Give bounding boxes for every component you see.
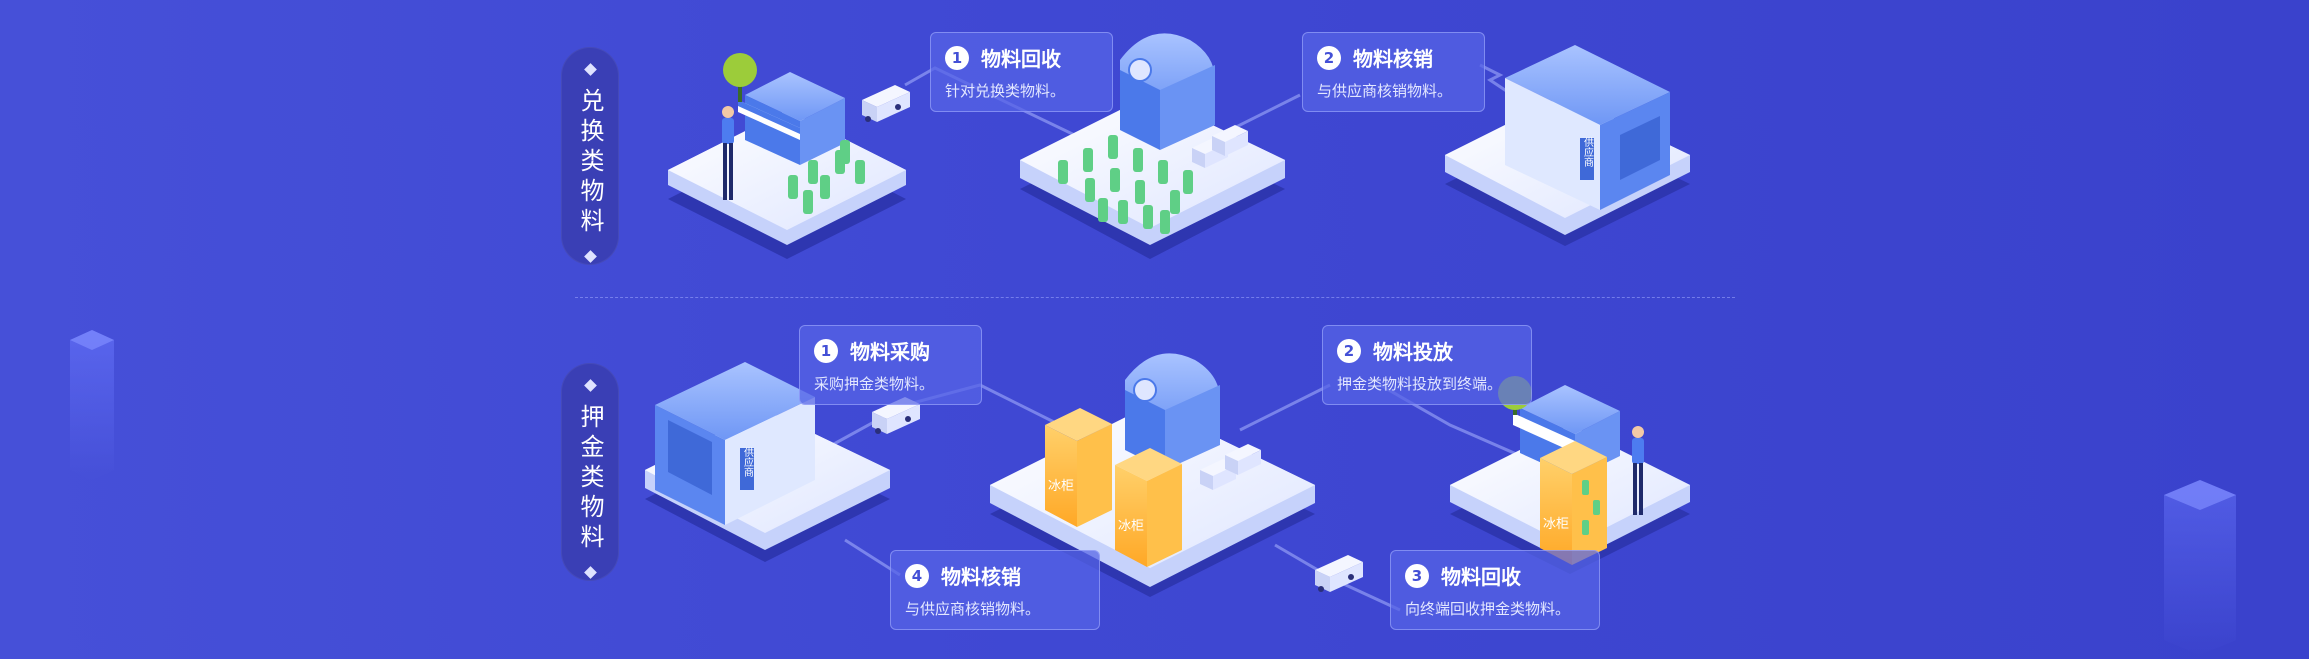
category-label-deposit: 押金类物料 bbox=[576, 404, 604, 554]
step-desc: 向终端回收押金类物料。 bbox=[1405, 600, 1571, 618]
diamond-icon bbox=[583, 379, 597, 392]
category-label-exchange: 兑换类物料 bbox=[576, 88, 604, 238]
step-desc: 采购押金类物料。 bbox=[814, 375, 935, 393]
callout-row2-step2: 2 物料投放 押金类物料投放到终端。 bbox=[1322, 325, 1532, 405]
bottles-row1-warehouse bbox=[1058, 135, 1193, 234]
step-number: 3 bbox=[1405, 563, 1429, 588]
truck-icon bbox=[862, 85, 910, 122]
decor-pillar-left bbox=[70, 330, 114, 480]
supplier-building-row1: 供应商 bbox=[1505, 45, 1670, 210]
step-number: 4 bbox=[905, 563, 929, 588]
fridge-sign-1: 冰柜 bbox=[1048, 479, 1074, 494]
step-title: 物料核销 bbox=[1353, 47, 1433, 71]
fridge-sign-2: 冰柜 bbox=[1118, 519, 1144, 534]
diamond-icon bbox=[583, 63, 597, 76]
step-number: 2 bbox=[1317, 45, 1341, 70]
trucks-warehouse-row1 bbox=[1192, 125, 1248, 168]
tree-icon bbox=[723, 53, 757, 102]
supplier-sign-row1: 供应商 bbox=[1582, 136, 1594, 168]
supplier-building-row2: 供应商 bbox=[655, 362, 815, 525]
callout-row2-step1: 1 物料采购 采购押金类物料。 bbox=[799, 325, 982, 405]
step-desc: 与供应商核销物料。 bbox=[905, 600, 1041, 618]
diamond-icon bbox=[583, 566, 597, 579]
callout-row1-step2: 2 物料核销 与供应商核销物料。 bbox=[1302, 32, 1485, 112]
warehouse-building-row1 bbox=[1120, 33, 1215, 150]
truck-icon-row2-b bbox=[1315, 555, 1363, 592]
step-title: 物料回收 bbox=[981, 47, 1061, 71]
decor-pillar-right bbox=[2164, 480, 2236, 655]
fridge-sign-3: 冰柜 bbox=[1543, 517, 1569, 532]
fridge-icon-3: 冰柜 bbox=[1540, 441, 1607, 565]
fridge-icon-1: 冰柜 bbox=[1045, 408, 1112, 527]
fridge-icon-2: 冰柜 bbox=[1115, 448, 1182, 567]
callout-row2-step3: 3 物料回收 向终端回收押金类物料。 bbox=[1390, 550, 1600, 630]
callout-row2-step4: 4 物料核销 与供应商核销物料。 bbox=[890, 550, 1100, 630]
shop-building-row1 bbox=[738, 72, 845, 165]
step-desc: 与供应商核销物料。 bbox=[1317, 82, 1453, 100]
step-title: 物料投放 bbox=[1373, 340, 1453, 364]
step-number: 1 bbox=[814, 338, 838, 363]
step-desc: 针对兑换类物料。 bbox=[945, 82, 1066, 100]
step-title: 物料核销 bbox=[941, 565, 1021, 589]
callout-row1-step1: 1 物料回收 针对兑换类物料。 bbox=[930, 32, 1113, 112]
person-icon-row2 bbox=[1632, 426, 1644, 515]
step-number: 2 bbox=[1337, 338, 1361, 363]
supplier-sign-row2: 供应商 bbox=[742, 446, 754, 478]
step-title: 物料采购 bbox=[850, 340, 930, 364]
step-number: 1 bbox=[945, 45, 969, 70]
row-divider bbox=[575, 297, 1735, 298]
category-pill-exchange: 兑换类物料 bbox=[561, 47, 619, 265]
person-icon bbox=[722, 106, 734, 200]
category-pill-deposit: 押金类物料 bbox=[561, 363, 619, 581]
bottles-row1-store bbox=[788, 140, 865, 214]
warehouse-building-row2 bbox=[1125, 353, 1220, 470]
trucks-warehouse-row2 bbox=[1200, 444, 1261, 490]
step-desc: 押金类物料投放到终端。 bbox=[1337, 375, 1503, 393]
step-title: 物料回收 bbox=[1441, 565, 1521, 589]
diamond-icon bbox=[583, 250, 597, 263]
